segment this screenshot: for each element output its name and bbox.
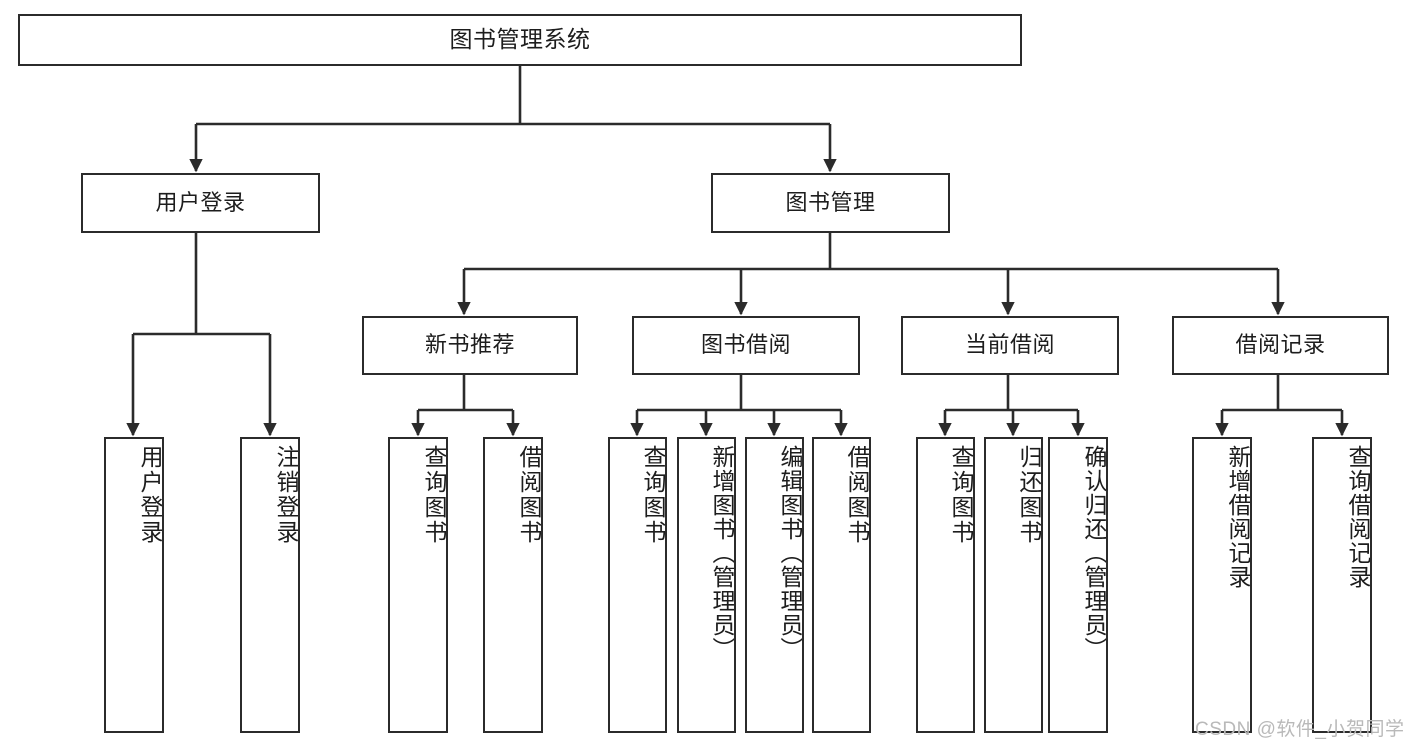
node-leaf-11[interactable]: 确认归还（管理员） — [1048, 437, 1108, 733]
node-leaf-13-label: 查询借阅记录 — [1345, 445, 1371, 589]
node-level3-2[interactable]: 图书借阅 — [632, 316, 860, 375]
node-level3-4[interactable]: 借阅记录 — [1172, 316, 1389, 375]
node-leaf-10-label: 归还图书 — [1016, 445, 1042, 545]
node-level3-1[interactable]: 新书推荐 — [362, 316, 578, 375]
node-leaf-3-label: 查询图书 — [421, 445, 447, 545]
node-leaf-4[interactable]: 借阅图书 — [483, 437, 543, 733]
node-level3-2-label: 图书借阅 — [700, 332, 791, 358]
node-level3-3-label: 当前借阅 — [964, 332, 1055, 358]
node-level2-2[interactable]: 图书管理 — [711, 173, 950, 233]
node-leaf-5[interactable]: 查询图书 — [608, 437, 667, 733]
node-leaf-12[interactable]: 新增借阅记录 — [1192, 437, 1252, 733]
csdn-watermark: CSDN @软件_小贺同学 — [1195, 719, 1405, 740]
node-leaf-13[interactable]: 查询借阅记录 — [1312, 437, 1372, 733]
node-root-system[interactable]: 图书管理系统 — [18, 14, 1022, 66]
node-root-system-label: 图书管理系统 — [449, 26, 591, 53]
node-leaf-9-label: 查询图书 — [948, 445, 974, 545]
node-leaf-1[interactable]: 用户登录 — [104, 437, 164, 733]
node-level3-1-label: 新书推荐 — [424, 332, 515, 358]
node-leaf-3[interactable]: 查询图书 — [388, 437, 448, 733]
node-leaf-7[interactable]: 编辑图书（管理员） — [745, 437, 804, 733]
node-leaf-1-label: 用户登录 — [137, 445, 163, 545]
node-leaf-2-label: 注销登录 — [273, 445, 299, 545]
node-leaf-5-label: 查询图书 — [640, 445, 666, 545]
node-leaf-4-label: 借阅图书 — [516, 445, 542, 545]
node-leaf-12-label: 新增借阅记录 — [1225, 445, 1251, 589]
node-leaf-9[interactable]: 查询图书 — [916, 437, 975, 733]
edge-group — [126, 66, 1349, 437]
node-level3-3[interactable]: 当前借阅 — [901, 316, 1119, 375]
node-leaf-2[interactable]: 注销登录 — [240, 437, 300, 733]
node-level2-1-label: 用户登录 — [155, 189, 246, 215]
node-leaf-11-label: 确认归还（管理员） — [1081, 445, 1107, 661]
node-leaf-8[interactable]: 借阅图书 — [812, 437, 871, 733]
node-level2-2-label: 图书管理 — [785, 189, 876, 215]
node-level3-4-label: 借阅记录 — [1235, 332, 1326, 358]
node-leaf-6[interactable]: 新增图书（管理员） — [677, 437, 736, 733]
node-leaf-6-label: 新增图书（管理员） — [709, 445, 735, 661]
node-level2-1[interactable]: 用户登录 — [81, 173, 320, 233]
node-leaf-8-label: 借阅图书 — [844, 445, 870, 545]
node-leaf-7-label: 编辑图书（管理员） — [777, 445, 803, 661]
node-leaf-10[interactable]: 归还图书 — [984, 437, 1043, 733]
